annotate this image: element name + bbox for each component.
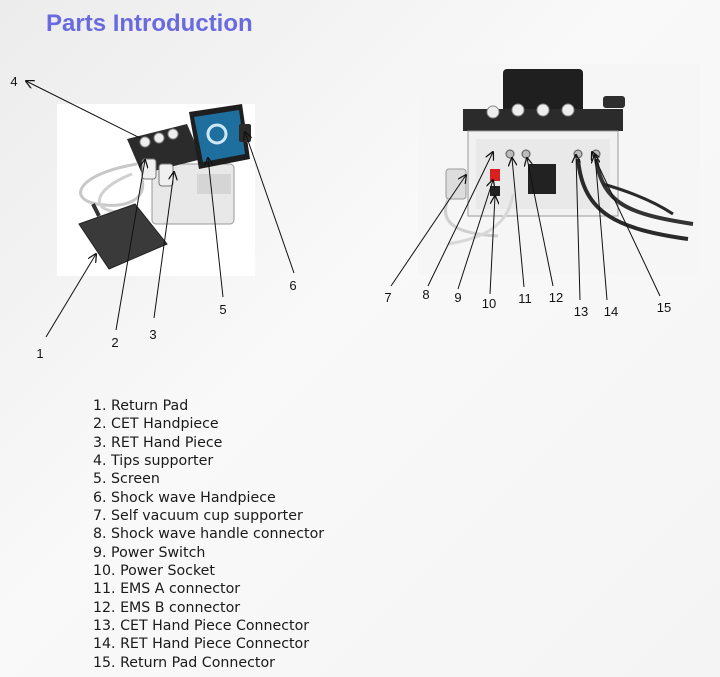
callout-line-12 [527, 158, 554, 287]
list-item: 10. Power Socket [93, 563, 215, 580]
list-item: 11. EMS A connector [93, 581, 241, 598]
list-item: 1. Return Pad [93, 398, 189, 414]
callout-number: 4 [10, 74, 17, 89]
callout-line-1 [45, 254, 96, 338]
callout-line-6 [245, 132, 295, 274]
callout-number: 13 [574, 304, 588, 319]
callout-number: 9 [454, 290, 461, 305]
list-item: 3. RET Hand Piece [93, 434, 223, 451]
callout-number: 11 [518, 291, 532, 306]
callout-line-8 [427, 152, 493, 287]
callout-line-15 [592, 152, 661, 297]
callout-number: 5 [219, 302, 226, 317]
list-item: 4. Tips supporter [93, 453, 214, 470]
callout-line-5 [208, 158, 224, 298]
page-title: Parts Introduction [46, 10, 253, 37]
callout-number: 10 [482, 296, 496, 311]
list-item: 14. RET Hand Piece Connector [93, 636, 310, 653]
callout-line-10 [489, 196, 495, 295]
list-item: 7. Self vacuum cup supporter [93, 508, 303, 525]
callout-number: 3 [149, 327, 156, 342]
parts-list: 1. Return Pad 2. CET Handpiece 3. RET Ha… [93, 397, 324, 672]
list-item: 5. Screen [93, 471, 160, 488]
list-item: 9. Power Switch [93, 544, 206, 561]
callout-number: 6 [289, 278, 296, 293]
callout-number: 8 [422, 287, 429, 302]
list-item: 6. Shock wave Handpiece [93, 489, 276, 506]
list-item: 15. Return Pad Connector [93, 654, 275, 671]
callout-line-11 [512, 158, 525, 288]
list-item: 13. CET Hand Piece Connector [93, 618, 310, 635]
callout-number: 7 [384, 290, 391, 305]
callout-line-2 [115, 160, 145, 331]
callout-number: 15 [657, 300, 671, 315]
callout-line-7 [390, 175, 466, 287]
callout-line-9 [457, 180, 493, 290]
callout-line-13 [576, 155, 580, 301]
list-item: 2. CET Handpiece [93, 416, 219, 433]
list-item: 12. EMS B connector [93, 599, 241, 616]
callout-line-4 [26, 81, 141, 139]
callout-line-14 [595, 155, 608, 301]
list-item: 8. Shock wave handle connector [93, 526, 325, 543]
callout-number: 1 [36, 346, 43, 361]
callout-line-3 [153, 172, 174, 319]
callout-number: 2 [111, 335, 118, 350]
callout-number: 12 [549, 290, 563, 305]
callout-number: 14 [604, 304, 618, 319]
